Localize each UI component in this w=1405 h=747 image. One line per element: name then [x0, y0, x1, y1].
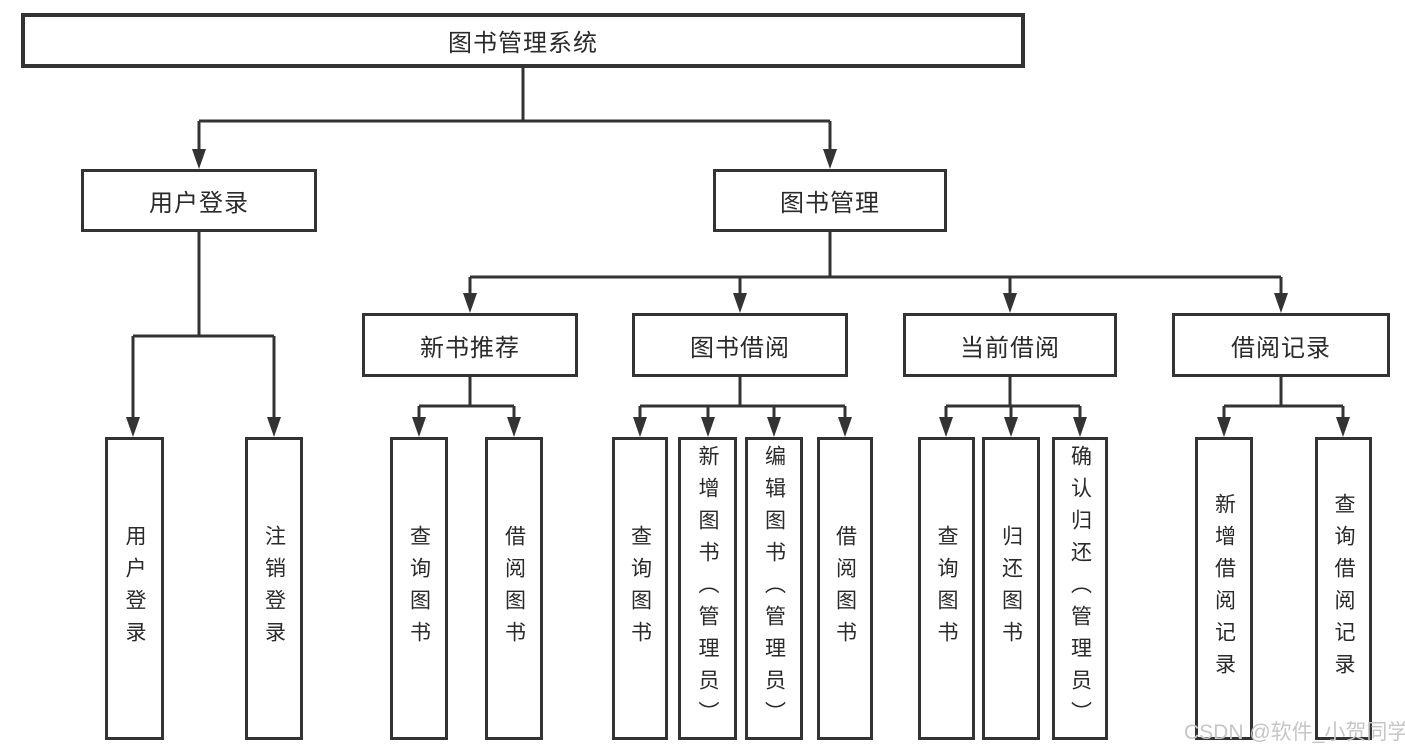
node-label: 查询借阅记录 — [1332, 492, 1355, 685]
node-label: 查询图书 — [407, 524, 431, 653]
leaf-borrowing-borrow-books: 借阅图书 — [817, 437, 873, 740]
node-library-management-system: 图书管理系统 — [21, 13, 1025, 68]
leaf-recommend-query-books: 查询图书 — [390, 437, 448, 740]
node-label: 查询图书 — [935, 524, 958, 653]
leaf-current-return-books: 归还图书 — [982, 437, 1040, 740]
node-label: 借阅记录 — [1231, 334, 1331, 362]
csdn-watermark: CSDN @软件_小贺同学 — [1184, 721, 1405, 744]
node-label: 归还图书 — [999, 524, 1023, 653]
node-label: 新增借阅记录 — [1212, 492, 1236, 685]
node-label: 用户登录 — [149, 190, 249, 217]
node-label: 图书管理系统 — [448, 30, 598, 57]
node-label: 查询图书 — [628, 524, 652, 653]
node-user-login: 用户登录 — [81, 169, 317, 232]
leaf-current-query-books: 查询图书 — [918, 437, 975, 740]
leaf-recommend-borrow-books: 借阅图书 — [485, 437, 543, 740]
leaf-borrowing-query-books: 查询图书 — [612, 437, 668, 740]
node-current-borrowing: 当前借阅 — [903, 313, 1117, 377]
node-label: 当前借阅 — [960, 334, 1060, 362]
node-borrow-records: 借阅记录 — [1172, 313, 1390, 377]
node-book-management: 图书管理 — [713, 169, 947, 232]
leaf-logout: 注销登录 — [245, 437, 303, 740]
leaf-borrowing-edit-books-admin: 编辑图书（管理员） — [745, 437, 803, 740]
node-new-book-recommend: 新书推荐 — [362, 313, 578, 377]
node-label: 借阅图书 — [833, 524, 857, 653]
leaf-borrowing-add-books-admin: 新增图书（管理员） — [678, 437, 737, 740]
leaf-current-confirm-return-admin: 确认归还（管理员） — [1052, 437, 1108, 740]
node-label: 新书推荐 — [420, 334, 520, 362]
node-label: 注销登录 — [262, 524, 286, 653]
node-label: 借阅图书 — [502, 524, 526, 653]
leaf-user-login: 用户登录 — [105, 437, 164, 740]
node-label: 用户登录 — [123, 524, 146, 653]
node-label: 图书借阅 — [690, 334, 790, 362]
leaf-records-query-record: 查询借阅记录 — [1315, 437, 1372, 740]
node-label: 编辑图书（管理员） — [762, 444, 786, 733]
leaf-records-add-record: 新增借阅记录 — [1195, 437, 1253, 740]
node-book-borrowing: 图书借阅 — [632, 313, 848, 377]
node-label: 图书管理 — [780, 190, 880, 217]
node-label: 确认归还（管理员） — [1068, 444, 1092, 733]
node-label: 新增图书（管理员） — [696, 444, 719, 733]
